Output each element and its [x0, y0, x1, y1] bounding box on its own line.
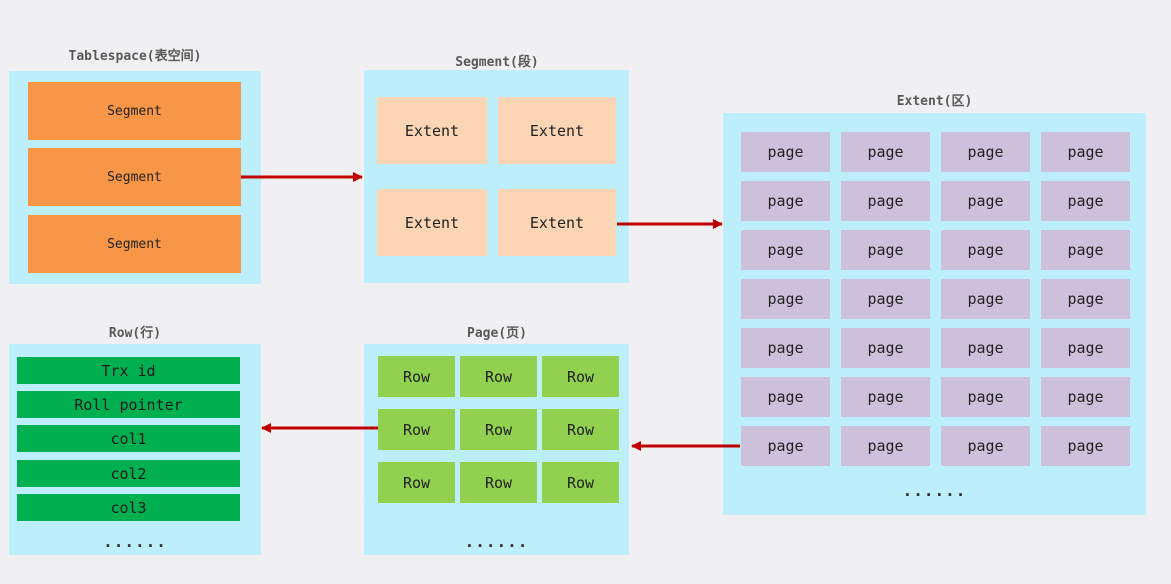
row-cell: Row [460, 409, 537, 450]
row-cell: Row [460, 356, 537, 397]
page-cell: page [741, 132, 830, 172]
row-panel: Trx id Roll pointer col1 col2 col3 .....… [9, 344, 261, 555]
segment-extent: Extent [498, 189, 616, 256]
row-ellipsis: ...... [103, 532, 167, 551]
row-field: Trx id [17, 357, 240, 384]
page-cell: page [941, 230, 1030, 270]
tablespace-segment: Segment [28, 215, 241, 273]
segment-extent: Extent [377, 189, 487, 256]
page-cell: page [741, 279, 830, 319]
row-title: Row(行) [108, 326, 162, 341]
page-cell: page [841, 181, 930, 221]
page-cell: page [841, 279, 930, 319]
segment-panel: Extent Extent Extent Extent [364, 70, 629, 283]
page-cell: page [1041, 279, 1130, 319]
page-cell: page [1041, 132, 1130, 172]
row-field: col2 [17, 460, 240, 487]
tablespace-segment: Segment [28, 82, 241, 140]
page-ellipsis: ...... [464, 532, 529, 551]
page-cell: page [941, 377, 1030, 417]
page-cell: page [941, 279, 1030, 319]
row-cell: Row [542, 462, 619, 503]
page-cell: page [1041, 181, 1130, 221]
tablespace-title: Tablespace(表空间) [68, 49, 202, 64]
tablespace-segment: Segment [28, 148, 241, 206]
page-cell: page [941, 328, 1030, 368]
page-cell: page [1041, 328, 1130, 368]
segment-extent: Extent [498, 97, 616, 164]
extent-ellipsis: ...... [902, 481, 967, 500]
page-cell: page [941, 181, 1030, 221]
row-cell: Row [378, 356, 455, 397]
row-field: col1 [17, 425, 240, 452]
page-cell: page [841, 230, 930, 270]
page-cell: page [841, 426, 930, 466]
page-cell: page [741, 426, 830, 466]
tablespace-panel: Segment Segment Segment [9, 71, 261, 284]
page-cell: page [1041, 377, 1130, 417]
page-cell: page [741, 181, 830, 221]
page-cell: page [941, 132, 1030, 172]
page-cell: page [741, 328, 830, 368]
page-cell: page [741, 230, 830, 270]
page-cell: page [841, 328, 930, 368]
row-cell: Row [542, 409, 619, 450]
row-cell: Row [378, 462, 455, 503]
row-cell: Row [378, 409, 455, 450]
page-cell: page [941, 426, 1030, 466]
page-cell: page [1041, 426, 1130, 466]
page-cell: page [841, 377, 930, 417]
page-cell: page [1041, 230, 1130, 270]
page-cell: page [741, 377, 830, 417]
row-field: col3 [17, 494, 240, 521]
page-cell: page [841, 132, 930, 172]
extent-title: Extent(区) [896, 94, 973, 109]
page-title: Page(页) [467, 326, 527, 341]
row-cell: Row [460, 462, 537, 503]
segment-extent: Extent [377, 97, 487, 164]
row-field: Roll pointer [17, 391, 240, 418]
segment-title: Segment(段) [455, 55, 539, 70]
row-cell: Row [542, 356, 619, 397]
